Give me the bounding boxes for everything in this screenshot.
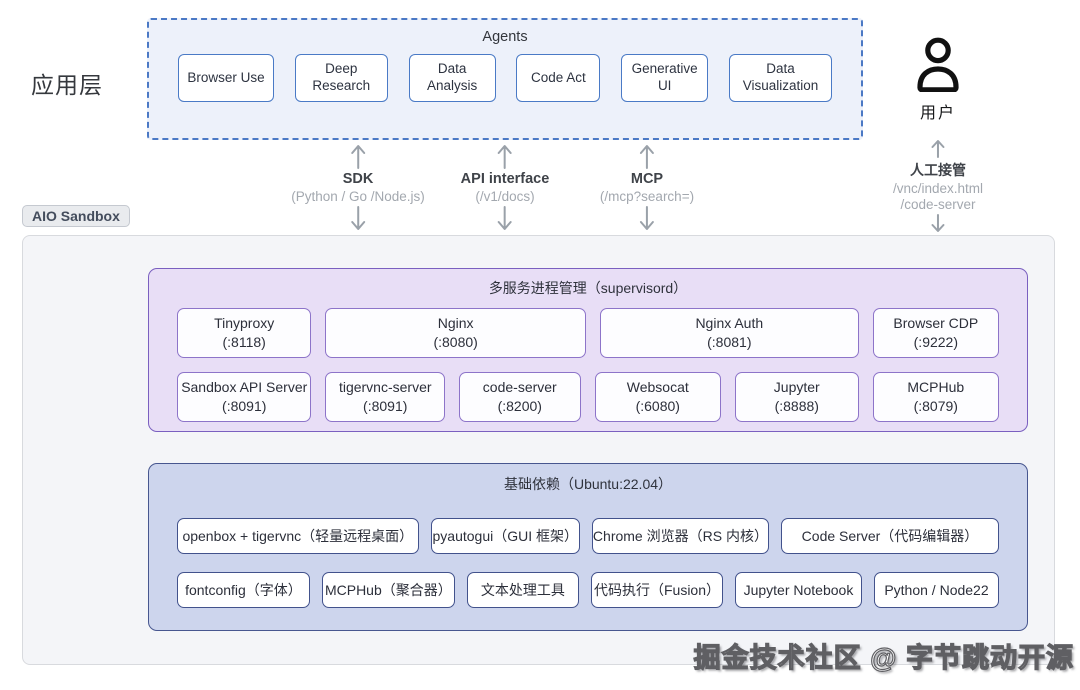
agent-generative-ui: Generative UI xyxy=(621,54,709,102)
takeover-path-code-server: /code-server xyxy=(900,197,976,212)
service-name: tigervnc-server xyxy=(338,379,432,396)
base-pyautogui: pyautogui（GUI 框架） xyxy=(430,518,580,554)
service-websocat: Websocat (:6080) xyxy=(594,372,722,422)
arrow-up-icon xyxy=(496,143,514,169)
base-fontconfig: fontconfig（字体） xyxy=(177,572,310,608)
base-row-2: fontconfig（字体） MCPHub（聚合器） 文本处理工具 代码执行（F… xyxy=(177,572,999,608)
takeover-path-vnc: /vnc/index.html xyxy=(892,181,984,196)
service-name: Jupyter xyxy=(773,379,820,396)
service-nginx: Nginx (:8080) xyxy=(325,308,586,358)
service-port: (:8091) xyxy=(222,398,267,414)
agent-data-analysis: Data Analysis xyxy=(408,54,496,102)
mcp-label: MCP xyxy=(630,171,664,187)
service-port: (:8079) xyxy=(913,398,958,414)
service-panel: 多服务进程管理（supervisord） Tinyproxy (:8118) N… xyxy=(148,268,1028,432)
service-port: (:8081) xyxy=(707,334,752,350)
base-code-exec: 代码执行（Fusion） xyxy=(591,572,723,608)
arrow-down-icon xyxy=(349,206,367,232)
agent-deep-research: Deep Research xyxy=(294,54,388,102)
user-label: 用户 xyxy=(919,105,956,122)
service-nginx-auth: Nginx Auth (:8081) xyxy=(599,308,859,358)
connector-user-takeover: 人工接管 /vnc/index.html /code-server xyxy=(893,138,983,234)
app-layer-label: 应用层 xyxy=(31,72,103,98)
base-panel-title: 基础依赖（Ubuntu:22.04） xyxy=(503,476,673,492)
mcp-sublabel: (/mcp?search=) xyxy=(599,189,695,204)
arrow-down-icon xyxy=(930,214,946,234)
service-tigervnc-server: tigervnc-server (:8091) xyxy=(325,372,445,422)
service-panel-title: 多服务进程管理（supervisord） xyxy=(488,280,688,296)
base-mcphub: MCPHub（聚合器） xyxy=(321,572,455,608)
arrow-up-icon xyxy=(930,138,946,158)
base-text-tools: 文本处理工具 xyxy=(466,572,580,608)
service-row-1: Tinyproxy (:8118) Nginx (:8080) Nginx Au… xyxy=(177,308,999,358)
service-sandbox-api-server: Sandbox API Server (:8091) xyxy=(177,372,312,422)
service-name: Websocat xyxy=(626,379,689,396)
connector-api: API interface (/v1/docs) xyxy=(460,143,550,232)
user-section: 用户 xyxy=(912,36,964,123)
service-name: Nginx Auth xyxy=(695,315,764,332)
service-port: (:6080) xyxy=(635,398,680,414)
takeover-label: 人工接管 xyxy=(909,162,966,178)
service-jupyter: Jupyter (:8888) xyxy=(735,372,859,422)
connector-sdk: SDK (Python / Go /Node.js) xyxy=(291,143,425,232)
sdk-sublabel: (Python / Go /Node.js) xyxy=(291,189,425,204)
service-browser-cdp: Browser CDP (:9222) xyxy=(872,308,999,358)
base-openbox-tigervnc: openbox + tigervnc（轻量远程桌面） xyxy=(177,518,419,554)
service-mcphub: MCPHub (:8079) xyxy=(872,372,1000,422)
arrow-down-icon xyxy=(638,206,656,232)
service-port: (:8200) xyxy=(497,398,542,414)
agent-data-visualization: Data Visualization xyxy=(728,54,832,102)
arrow-up-icon xyxy=(349,143,367,169)
service-name: Nginx xyxy=(437,315,474,332)
agents-row: Browser Use Deep Research Data Analysis … xyxy=(149,54,861,102)
base-row-1: openbox + tigervnc（轻量远程桌面） pyautogui（GUI… xyxy=(177,518,999,554)
service-name: code-server xyxy=(482,379,557,396)
service-name: Tinyproxy xyxy=(214,315,275,332)
api-label: API interface xyxy=(460,171,550,187)
agents-panel-title: Agents xyxy=(482,29,528,45)
service-name: Browser CDP xyxy=(893,315,979,332)
sdk-label: SDK xyxy=(342,171,374,187)
service-port: (:8091) xyxy=(363,398,408,414)
service-port: (:9222) xyxy=(913,334,958,350)
service-port: (:8080) xyxy=(433,334,478,350)
connector-mcp: MCP (/mcp?search=) xyxy=(600,143,694,232)
user-icon xyxy=(912,36,964,92)
service-port: (:8888) xyxy=(774,398,819,414)
api-sublabel: (/v1/docs) xyxy=(475,189,535,204)
service-name: Sandbox API Server xyxy=(181,379,308,396)
base-code-server: Code Server（代码编辑器） xyxy=(780,518,999,554)
watermark-text: 掘金技术社区 @ 字节跳动开源 xyxy=(693,642,1074,673)
service-code-server: code-server (:8200) xyxy=(459,372,581,422)
agent-browser-use: Browser Use xyxy=(178,54,274,102)
base-python-node: Python / Node22 xyxy=(873,572,999,608)
agent-code-act: Code Act xyxy=(516,54,601,102)
service-tinyproxy: Tinyproxy (:8118) xyxy=(177,308,312,358)
base-panel: 基础依赖（Ubuntu:22.04） openbox + tigervnc（轻量… xyxy=(148,463,1028,631)
base-chrome-browser: Chrome 浏览器（RS 内核） xyxy=(591,518,769,554)
aio-sandbox-badge: AIO Sandbox xyxy=(22,205,130,227)
arrow-down-icon xyxy=(496,206,514,232)
service-port: (:8118) xyxy=(222,334,266,350)
agents-panel: Agents Browser Use Deep Research Data An… xyxy=(147,18,863,140)
service-row-2: Sandbox API Server (:8091) tigervnc-serv… xyxy=(177,372,1000,422)
service-name: MCPHub xyxy=(907,379,965,396)
base-jupyter-notebook: Jupyter Notebook xyxy=(734,572,862,608)
arrow-up-icon xyxy=(638,143,656,169)
